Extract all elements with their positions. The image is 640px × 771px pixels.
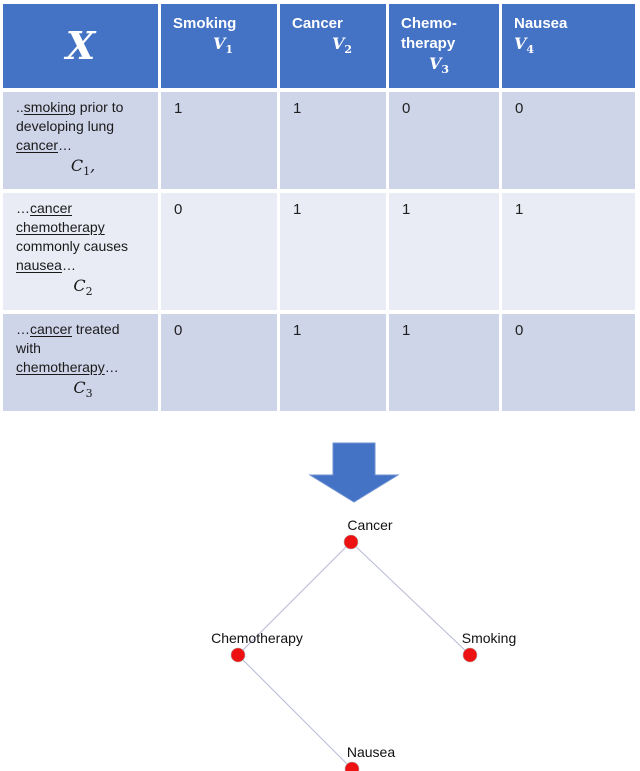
cell-value: 0 — [161, 193, 277, 310]
column-name: Chemo- therapy — [401, 15, 457, 52]
cell-value: 0 — [161, 313, 277, 411]
column-name: Cancer — [292, 15, 343, 32]
cell-value: 1 — [280, 92, 386, 190]
cell-value: 1 — [389, 193, 499, 310]
cell-value: 1 — [502, 193, 635, 310]
cell-value: 0 — [502, 313, 635, 411]
graph-edge-cancer-chemotherapy — [237, 541, 352, 656]
cell-value: 0 — [502, 92, 635, 190]
snippet-cell-c2: …cancer chemotherapy commonly causes nau… — [3, 193, 158, 310]
variable-symbol-v2: V2 — [332, 34, 353, 57]
graph-node-chemotherapy — [230, 647, 246, 663]
cell-value: 0 — [389, 92, 499, 190]
table-row-c2: …cancer chemotherapy commonly causes nau… — [3, 193, 635, 310]
cell-value: 1 — [161, 92, 277, 190]
graph-node-cancer — [343, 534, 359, 550]
column-name: Smoking — [173, 15, 237, 32]
graph-node-smoking — [462, 647, 478, 663]
corner-header-x: X — [3, 4, 158, 89]
column-header-cancer: Cancer V2 — [280, 4, 386, 89]
graph-edge-cancer-smoking — [350, 541, 471, 656]
graph-node-nausea — [344, 761, 360, 771]
evidence-table: X Smoking V1 Cancer V2 Chemo- therapy V3… — [3, 4, 635, 411]
table-row-c1: ..smoking prior to developing lung cance… — [3, 92, 635, 190]
x-symbol: X — [65, 23, 96, 69]
column-header-smoking: Smoking V1 — [161, 4, 277, 89]
down-arrow — [308, 442, 400, 503]
snippet-cell-c3: …cancer treated with chemotherapy… C3 — [3, 313, 158, 411]
variable-symbol-v1: V1 — [213, 34, 234, 57]
snippet-text: …cancer chemotherapy commonly causes nau… — [16, 200, 129, 274]
cell-value: 1 — [389, 313, 499, 411]
column-name: Nausea — [514, 15, 568, 32]
variable-symbol-v4: V4 — [514, 34, 535, 57]
graph-node-label-nausea: Nausea — [347, 744, 395, 760]
document-label-c3: C3 — [73, 377, 93, 400]
document-label-c2: C2 — [73, 276, 93, 299]
snippet-text: ..smoking prior to developing lung cance… — [16, 99, 124, 154]
cell-value: 1 — [280, 193, 386, 310]
snippet-text: …cancer treated with chemotherapy… — [16, 320, 120, 375]
snippet-cell-c1: ..smoking prior to developing lung cance… — [3, 92, 158, 190]
graph-node-label-chemotherapy: Chemotherapy — [211, 630, 303, 646]
graph-edge-chemotherapy-nausea — [237, 654, 353, 770]
cell-value: 1 — [280, 313, 386, 411]
table-row-c3: …cancer treated with chemotherapy… C3 0 … — [3, 313, 635, 411]
column-header-nausea: Nausea V4 — [502, 4, 635, 89]
header-row: X Smoking V1 Cancer V2 Chemo- therapy V3… — [3, 4, 635, 89]
document-label-c1: C1, — [70, 156, 96, 179]
variable-symbol-v3: V3 — [429, 54, 450, 77]
graph-node-label-cancer: Cancer — [347, 517, 392, 533]
column-header-chemotherapy: Chemo- therapy V3 — [389, 4, 499, 89]
graph-node-label-smoking: Smoking — [462, 630, 516, 646]
